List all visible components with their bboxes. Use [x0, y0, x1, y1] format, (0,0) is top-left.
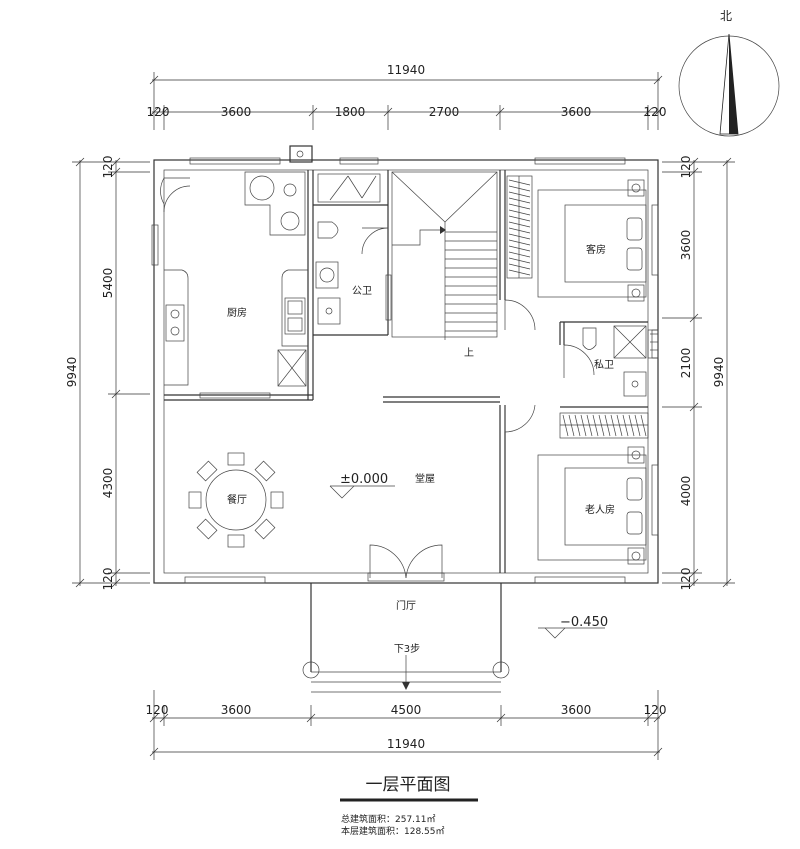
public-bath-fixtures [315, 173, 392, 325]
dining-chair [270, 491, 284, 509]
top-dim-6: 120 [644, 105, 667, 119]
dining-chair [254, 518, 276, 540]
kitchen-door [160, 177, 190, 205]
private-bath-fixtures [563, 325, 647, 397]
bottom-dim-3: 4500 [391, 703, 422, 717]
guest-wardrobe [506, 175, 533, 279]
title-block: 一层平面图 总建筑面积：257.11㎡ 本层建筑面积：128.55㎡ [340, 775, 478, 837]
right-dim-3: 2100 [679, 348, 693, 379]
right-total-dim: 9940 [712, 357, 726, 388]
floor-level-label: ±0.000 [340, 472, 388, 487]
room-public-bath: 公卫 [352, 286, 372, 297]
water-heater-icon [249, 175, 275, 201]
total-area-stat: 总建筑面积：257.11㎡ [341, 813, 436, 825]
dimension-top: 11940 120 3600 1800 2700 3600 120 [147, 63, 667, 130]
left-counter [164, 269, 189, 386]
room-hall: 堂屋 [415, 473, 435, 485]
dining-chair [196, 460, 218, 482]
dimension-left: 9940 120 5400 4300 120 [65, 156, 150, 591]
top-dim-1: 120 [147, 105, 170, 119]
dining-chair [188, 491, 202, 509]
right-dim-4: 4000 [679, 476, 693, 507]
interior-walls [164, 170, 648, 573]
staircase: 上 [391, 171, 498, 359]
private-bath-door [563, 344, 595, 378]
stove-icon [165, 304, 185, 342]
elderly-room-door [504, 404, 536, 433]
private-basin-icon [623, 371, 647, 397]
toilet-icon [317, 221, 339, 239]
bottom-dim-1: 120 [146, 703, 169, 717]
north-arrow: 北 [678, 9, 780, 137]
top-total-dim: 11940 [387, 63, 425, 77]
room-elderly: 老人房 [585, 503, 615, 516]
left-dim-2: 5400 [101, 268, 115, 299]
left-dim-4: 120 [101, 568, 115, 591]
right-dim-2: 3600 [679, 230, 693, 261]
north-label: 北 [720, 9, 732, 23]
dimension-right: 120 3600 2100 4000 120 9940 [662, 156, 735, 591]
room-dining: 餐厅 [227, 493, 247, 506]
fridge-icon [277, 349, 307, 387]
guest-room-door [504, 299, 536, 331]
guest-bed [537, 189, 647, 298]
top-dim-3: 1800 [335, 105, 366, 119]
public-bath-door [361, 227, 389, 255]
elderly-wardrobe [559, 412, 649, 439]
stairs-up-label: 上 [464, 347, 474, 359]
left-dim-1: 120 [101, 156, 115, 179]
dining-chair [196, 518, 218, 540]
left-total-dim: 9940 [65, 357, 79, 388]
washer-icon [315, 261, 339, 289]
left-dim-3: 4300 [101, 468, 115, 499]
porch-column-right [492, 661, 510, 679]
dimension-bottom: 120 3600 4500 3600 120 11940 [146, 690, 667, 760]
outside-level-label: −0.450 [560, 615, 608, 630]
dining-chair [254, 460, 276, 482]
basin-icon [317, 297, 341, 325]
sink-icon [284, 297, 306, 335]
floor-area-stat: 本层建筑面积：128.55㎡ [341, 825, 445, 837]
corner-counter [244, 171, 306, 236]
private-shower-icon [613, 325, 647, 359]
plan-title: 一层平面图 [366, 775, 451, 795]
level-markers: ±0.000 −0.450 下3步 [329, 472, 608, 655]
north-needle-fill [729, 34, 738, 134]
room-foyer: 门厅 [396, 599, 416, 612]
main-entrance-doors [367, 544, 445, 582]
top-dim-2: 3600 [221, 105, 252, 119]
top-dim-5: 3600 [561, 105, 592, 119]
private-toilet-icon [582, 327, 597, 350]
right-dim-1: 120 [679, 156, 693, 179]
guest-room-fixtures [504, 175, 647, 331]
bottom-dim-4: 3600 [561, 703, 592, 717]
dining-chair [227, 534, 245, 548]
room-kitchen: 厨房 [227, 306, 247, 319]
dining-table [188, 452, 284, 548]
room-labels: 厨房 公卫 客房 私卫 餐厅 堂屋 老人房 门厅 [227, 243, 615, 612]
dining-chair [227, 452, 245, 466]
shower-icon [317, 173, 381, 203]
bottom-dim-2: 3600 [221, 703, 252, 717]
bottom-total-dim: 11940 [387, 737, 425, 751]
elderly-room-fixtures [504, 404, 649, 565]
porch-column-left [302, 661, 320, 679]
right-counter [281, 269, 308, 347]
outer-walls [151, 145, 659, 584]
kitchen-fixtures [160, 171, 308, 399]
foyer-porch [302, 583, 510, 693]
room-private-bath: 私卫 [594, 359, 614, 371]
bottom-dim-5: 120 [644, 703, 667, 717]
room-guest: 客房 [586, 243, 606, 256]
top-dim-4: 2700 [429, 105, 460, 119]
steps-down-label: 下3步 [394, 643, 420, 655]
right-dim-5: 120 [679, 568, 693, 591]
